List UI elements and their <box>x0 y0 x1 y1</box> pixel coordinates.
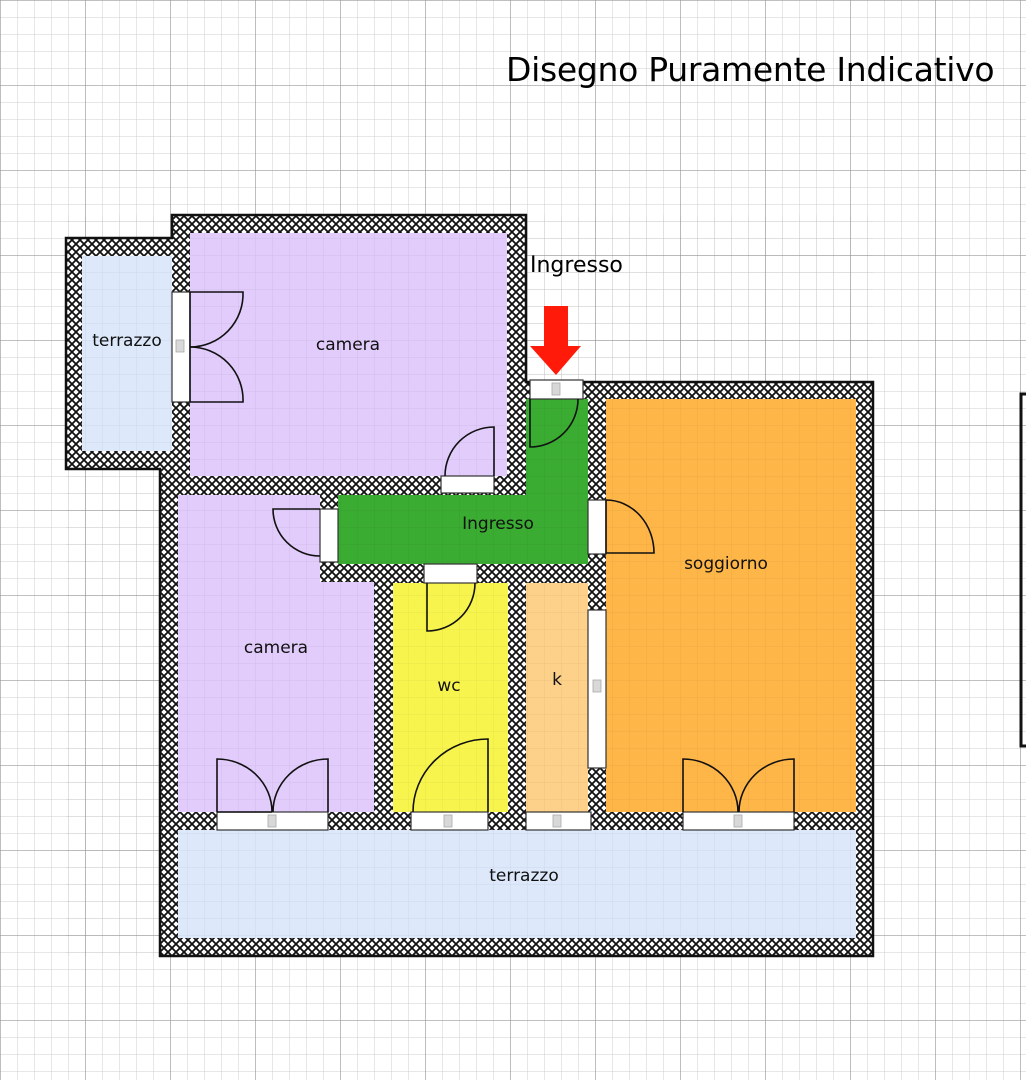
label-camera-top: camera <box>316 335 380 355</box>
label-soggiorno: soggiorno <box>684 554 768 574</box>
opening-wc-door <box>423 563 478 584</box>
entrance-label: Ingresso <box>530 253 623 278</box>
label-wc: wc <box>437 676 460 696</box>
edge-fragment <box>1019 392 1026 748</box>
page-title: Disegno Puramente Indicativo <box>506 50 995 89</box>
label-terrazzo-small: terrazzo <box>92 331 161 351</box>
opening-camera-left-door <box>319 508 339 563</box>
room-terrazzo-small <box>82 256 172 451</box>
label-k: k <box>552 670 562 690</box>
room-wc <box>393 583 508 812</box>
opening-soggiorno-door <box>587 499 607 555</box>
opening-camera-top-door <box>440 475 495 494</box>
door-swings <box>189 291 795 813</box>
room-labels: terrazzo camera Ingresso camera wc k sog… <box>92 331 768 886</box>
label-ingresso: Ingresso <box>462 514 534 534</box>
handle-marks <box>175 339 743 828</box>
entrance-arrow-icon <box>530 306 581 375</box>
label-terrazzo-bottom: terrazzo <box>489 866 558 886</box>
room-k <box>526 583 588 812</box>
room-soggiorno <box>606 399 856 812</box>
label-camera-left: camera <box>244 638 308 658</box>
